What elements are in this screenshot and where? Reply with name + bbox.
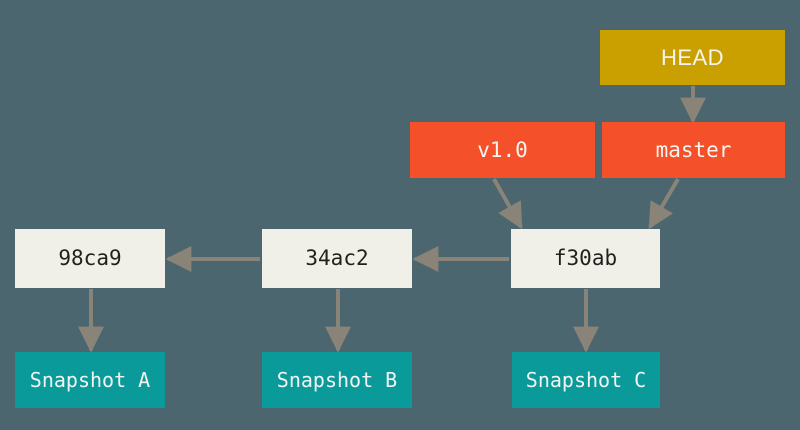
branch-node-master[interactable]: master <box>602 122 785 178</box>
commit-node-98ca9[interactable]: 98ca9 <box>15 229 165 288</box>
snapshot-node-a[interactable]: Snapshot A <box>15 352 165 408</box>
snapshot-node-b[interactable]: Snapshot B <box>262 352 412 408</box>
tag-node-v1[interactable]: v1.0 <box>410 122 595 178</box>
head-pointer-label: HEAD <box>660 44 725 70</box>
snapshot-node-c-label: Snapshot C <box>525 368 647 392</box>
commit-node-f30ab-label: f30ab <box>553 246 618 270</box>
edge-master-to-f30ab <box>648 177 680 230</box>
tag-node-v1-label: v1.0 <box>477 137 528 162</box>
commit-node-98ca9-label: 98ca9 <box>58 246 122 270</box>
snapshot-node-a-label: Snapshot A <box>29 368 151 392</box>
head-pointer-node[interactable]: HEAD <box>600 30 785 85</box>
branch-node-master-label: master <box>655 137 732 162</box>
snapshot-node-c[interactable]: Snapshot C <box>512 352 660 408</box>
edge-v1-to-f30ab <box>492 178 523 230</box>
snapshot-node-b-label: Snapshot B <box>276 368 398 392</box>
commit-node-f30ab[interactable]: f30ab <box>511 229 660 288</box>
commit-node-34ac2[interactable]: 34ac2 <box>262 229 412 288</box>
commit-node-34ac2-label: 34ac2 <box>305 246 369 270</box>
